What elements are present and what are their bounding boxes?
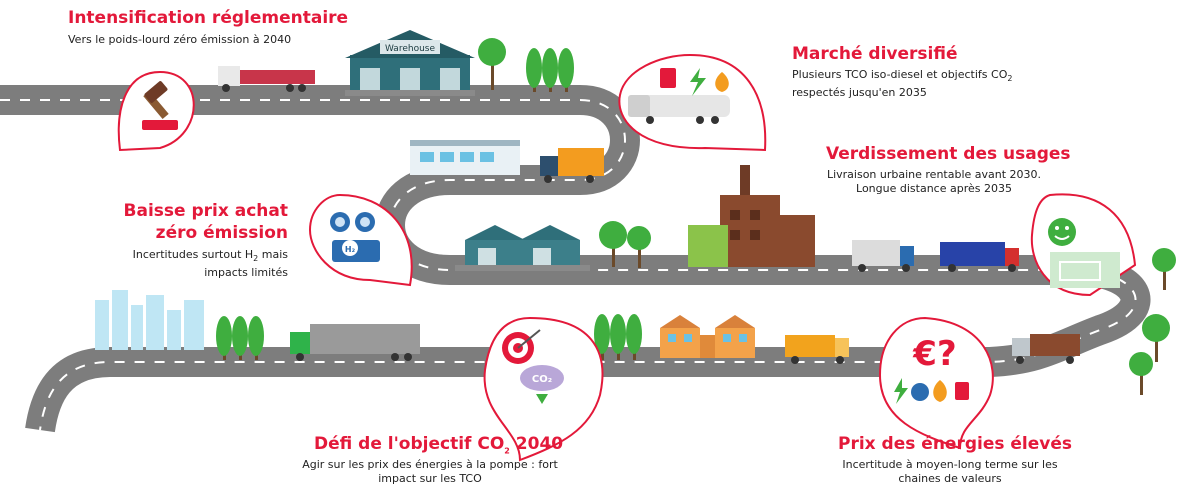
euro-question-icon: €? <box>912 334 956 374</box>
truck-dump <box>1012 334 1080 364</box>
warehouse-sign: Warehouse <box>385 44 435 54</box>
title-co2-target: Défi de l'objectif CO2 2040 <box>314 434 563 455</box>
title-co2-c: 2040 <box>509 434 564 454</box>
smiley-icon <box>1048 218 1076 246</box>
pin-green-usage <box>1030 193 1137 297</box>
houses <box>660 315 755 358</box>
factory <box>688 165 815 267</box>
hydrogen-icon <box>911 383 929 401</box>
pin-h2: H₂ <box>308 193 413 287</box>
truck-orange <box>540 148 604 183</box>
title-co2-a: Défi de l'objectif CO <box>314 434 505 454</box>
h2-subscript: 2 <box>253 254 259 264</box>
title-diversified-market: Marché diversifié <box>792 44 958 64</box>
fuel-can-icon <box>955 382 969 400</box>
pin-energy-prices: €? <box>878 316 994 450</box>
truck-garbage <box>785 335 849 364</box>
title-purchase-line1: Baisse prix achat <box>123 201 288 221</box>
city-skyline <box>95 290 204 350</box>
sub-green-line2: Longue distance après 2035 <box>856 182 1012 195</box>
sub-energy-line2: chaines de valeurs <box>898 472 1002 485</box>
pin-energy <box>618 53 767 152</box>
title-energy-prices: Prix des énergies élevés <box>838 434 1073 454</box>
trees-center <box>594 221 651 360</box>
truck-white-blue <box>852 240 914 272</box>
sub-diversified-market: Plusieurs TCO iso-diesel et objectifs CO… <box>792 68 1012 100</box>
title-co2-subscript: 2 <box>504 446 510 456</box>
lightning-icon <box>690 68 706 96</box>
co2-subscript: 2 <box>1007 74 1013 84</box>
truck-outline-icon <box>1050 252 1120 288</box>
warehouse-row3 <box>455 225 590 271</box>
title-green-usage: Verdissement des usages <box>826 144 1071 164</box>
sub-co2-target: Agir sur les prix des énergies à la pomp… <box>290 458 570 486</box>
sub-diversified-line2: respectés jusqu'en 2035 <box>792 86 927 100</box>
trees-top <box>478 38 574 92</box>
sub-purchase-line2: impacts limités <box>204 266 288 280</box>
trees-left <box>216 316 264 360</box>
fuel-can-icon <box>660 68 676 88</box>
sub-purchase-price: Incertitudes surtout H2 mais impacts lim… <box>100 248 288 280</box>
sub-co2-line1: Agir sur les prix des énergies à la pomp… <box>302 458 558 471</box>
sub-energy-prices: Incertitude à moyen-long terme sur les c… <box>820 458 1080 486</box>
truck-green-trailer <box>290 324 420 361</box>
sub-purchase-line1c: mais <box>258 248 288 261</box>
arrow-down-icon <box>536 394 548 404</box>
flame-icon <box>933 380 947 402</box>
sub-purchase-line1a: Incertitudes surtout H <box>132 248 254 261</box>
title-regulation: Intensification réglementaire <box>68 8 349 28</box>
pin-gavel <box>117 70 195 152</box>
book-icon <box>142 120 178 130</box>
co2-cloud-label: CO₂ <box>532 374 552 385</box>
lightning-icon <box>894 378 908 404</box>
sub-diversified-line1: Plusieurs TCO iso-diesel et objectifs CO <box>792 68 1008 81</box>
sub-green-usage: Livraison urbaine rentable avant 2030. L… <box>826 168 1042 196</box>
title-purchase-price: Baisse prix achat zéro émission <box>100 200 288 244</box>
sub-energy-line1: Incertitude à moyen-long terme sur les <box>842 458 1058 471</box>
title-purchase-line2: zéro émission <box>155 223 288 243</box>
warehouse-mid-top <box>410 140 520 175</box>
h2-badge: H₂ <box>345 245 356 254</box>
pin-co2: CO₂ <box>483 316 604 462</box>
co2-cloud-icon <box>520 365 564 391</box>
truck-red-trailer <box>218 66 315 92</box>
sub-regulation: Vers le poids-lourd zéro émission à 2040 <box>68 33 292 46</box>
sub-co2-line2: impact sur les TCO <box>378 472 482 485</box>
flame-icon <box>715 72 729 92</box>
truck-blue-red <box>940 242 1019 272</box>
warehouse-top: Warehouse <box>345 30 475 96</box>
sub-green-line1: Livraison urbaine rentable avant 2030. <box>826 168 1042 181</box>
trees-right <box>1129 248 1176 395</box>
